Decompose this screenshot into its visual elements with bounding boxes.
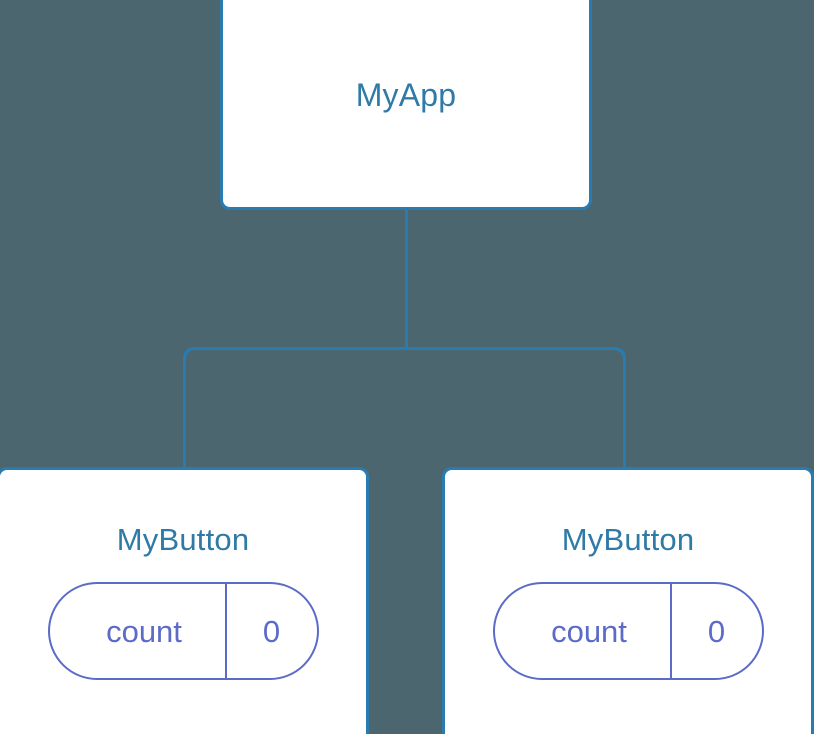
- node-myapp[interactable]: MyApp: [220, 0, 592, 210]
- node-title: MyButton: [561, 522, 695, 557]
- state-key: count: [106, 613, 182, 649]
- edge-branch-left: [183, 347, 407, 467]
- state-value: 0: [224, 584, 317, 678]
- state-value: 0: [669, 584, 762, 678]
- edge-branch-right: [406, 347, 626, 467]
- node-mybutton-left[interactable]: MyButton count 0: [0, 467, 369, 734]
- state-key: count: [551, 613, 627, 649]
- node-mybutton-right[interactable]: MyButton count 0: [442, 467, 814, 734]
- state-pill[interactable]: count 0: [47, 582, 319, 680]
- node-title: MyButton: [116, 522, 250, 557]
- node-title: MyApp: [355, 77, 457, 113]
- state-pill[interactable]: count 0: [492, 582, 764, 680]
